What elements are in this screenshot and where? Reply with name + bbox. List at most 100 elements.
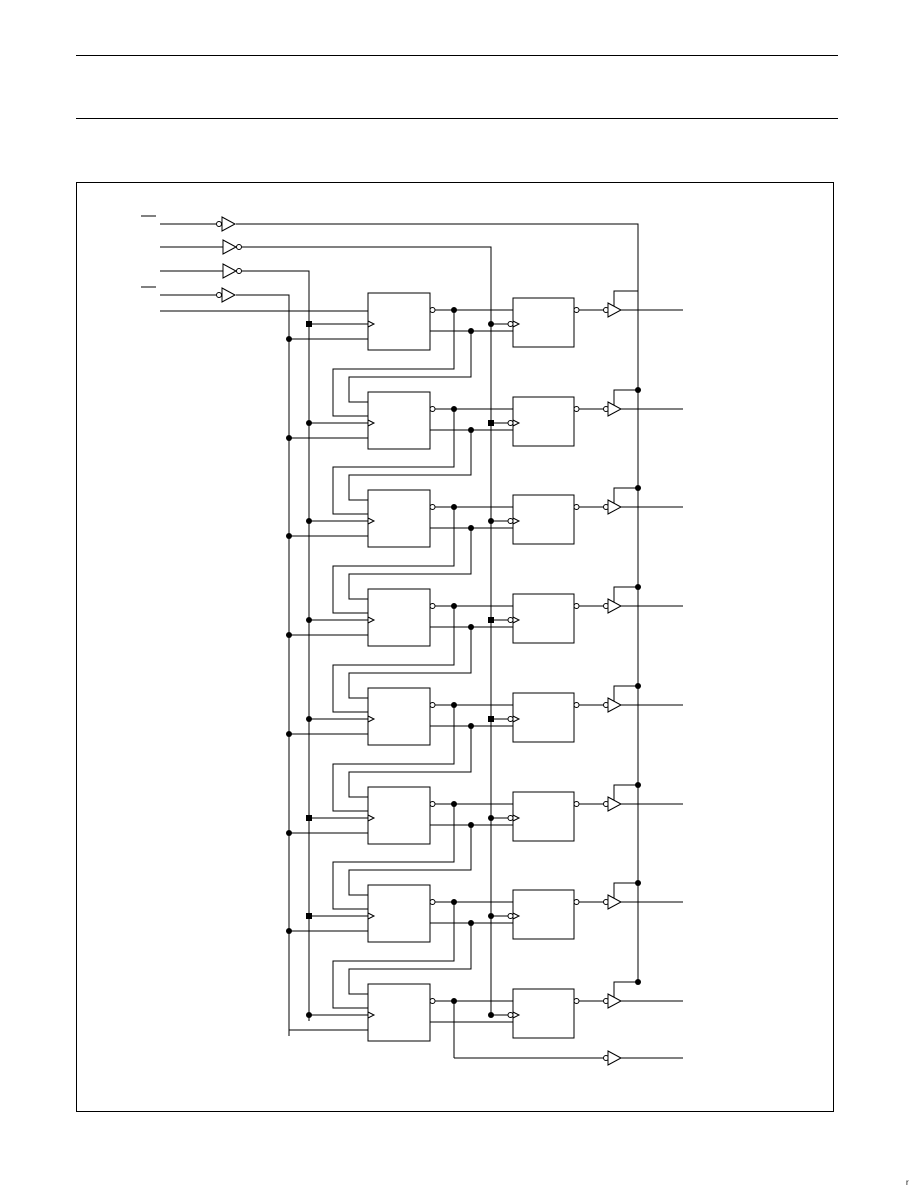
feedback-wire [332, 409, 455, 515]
junction-dot [306, 815, 312, 821]
inversion-bubble [573, 702, 580, 708]
junction-dot [488, 815, 494, 821]
junction-dot [306, 913, 312, 919]
junction-dot [286, 830, 292, 836]
input-buffer [221, 216, 237, 232]
flip-flop-a [367, 489, 431, 548]
inversion-bubble [216, 221, 222, 227]
enable-wire [236, 223, 639, 295]
inversion-bubble [573, 603, 580, 609]
enable-tap [613, 290, 638, 306]
feedback-wire [332, 507, 455, 614]
clock-indicator [512, 616, 521, 624]
clock-indicator [512, 320, 521, 328]
latch-b [512, 297, 575, 348]
output-buffer [607, 401, 623, 417]
junction-dot [488, 716, 494, 722]
junction-dot [306, 420, 312, 426]
enable-tap [613, 784, 638, 800]
latch-b [512, 494, 575, 545]
inversion-bubble [429, 307, 436, 313]
inversion-bubble [573, 406, 580, 412]
inversion-bubble [429, 801, 436, 807]
inversion-bubble [429, 504, 436, 510]
enable-tap [613, 981, 638, 997]
flip-flop-a [367, 786, 431, 845]
clock-indicator [367, 715, 376, 723]
feedback-wire-2 [348, 825, 472, 896]
flip-flop-a [367, 687, 431, 746]
junction-dot [635, 782, 641, 788]
junction-dot [306, 617, 312, 623]
feedback-wire-2 [348, 627, 472, 699]
wires [141, 215, 683, 1059]
output-buffer [607, 598, 623, 614]
junction-dot [451, 307, 457, 313]
inversion-bubble [429, 998, 436, 1004]
output-buffer [607, 993, 623, 1009]
inversion-bubble [429, 702, 436, 708]
output-buffer [607, 302, 623, 318]
feedback-wire-2 [348, 331, 472, 403]
gates [216, 216, 623, 1066]
inversion-bubble [507, 321, 514, 327]
enable-tap [613, 685, 638, 701]
feedback-wire [332, 804, 455, 910]
inversion-bubble [573, 307, 580, 313]
output-buffer [607, 499, 623, 515]
inversion-bubble [573, 504, 580, 510]
junction-dot [468, 920, 474, 926]
junction-dot [306, 518, 312, 524]
junction-dot [468, 328, 474, 334]
flip-flop-a [367, 983, 431, 1042]
feedback-wire-2 [348, 430, 472, 501]
junction-dot [286, 731, 292, 737]
clock-indicator [367, 419, 376, 427]
inversion-bubble [236, 244, 242, 250]
header-rule-top [76, 55, 838, 56]
clock-indicator [512, 912, 521, 920]
flip-flop-a [367, 884, 431, 943]
junction-dot [286, 632, 292, 638]
junction-dot [306, 716, 312, 722]
junction-dot [635, 584, 641, 590]
junction-dot [451, 899, 457, 905]
junction-dot [488, 420, 494, 426]
junction-dot [286, 928, 292, 934]
feedback-wire [332, 606, 455, 713]
header-rule-bottom [76, 118, 838, 119]
inversion-bubble [507, 420, 514, 426]
clock-bus-2 [242, 270, 310, 1021]
junction-dot [468, 723, 474, 729]
inversion-bubble [507, 913, 514, 919]
clock-indicator [367, 1011, 376, 1019]
inversion-bubble [236, 268, 242, 274]
feedback-wire [332, 310, 455, 417]
feedback-wire-2 [348, 923, 472, 995]
junction-dot [286, 336, 292, 342]
junction-dot [488, 1012, 494, 1018]
enable-tap [613, 882, 638, 898]
inversion-bubble [507, 617, 514, 623]
output-buffer [607, 796, 623, 812]
clock-indicator [367, 320, 376, 328]
clock-indicator [367, 912, 376, 920]
latch-b [512, 692, 575, 743]
junction-dot [468, 822, 474, 828]
junction-dot [635, 485, 641, 491]
inversion-bubble [216, 292, 222, 298]
inversion-bubble [507, 518, 514, 524]
junction-dot [468, 624, 474, 630]
output-buffer [607, 894, 623, 910]
junction-dot [451, 998, 457, 1004]
junction-dot [488, 617, 494, 623]
junction-dot [635, 387, 641, 393]
flip-flop-a [367, 588, 431, 647]
clock-indicator [512, 814, 521, 822]
junction-dot [635, 880, 641, 886]
clock-bus [242, 246, 492, 1016]
junction-dot [488, 913, 494, 919]
inversion-bubble [507, 716, 514, 722]
clock-indicator [512, 715, 521, 723]
